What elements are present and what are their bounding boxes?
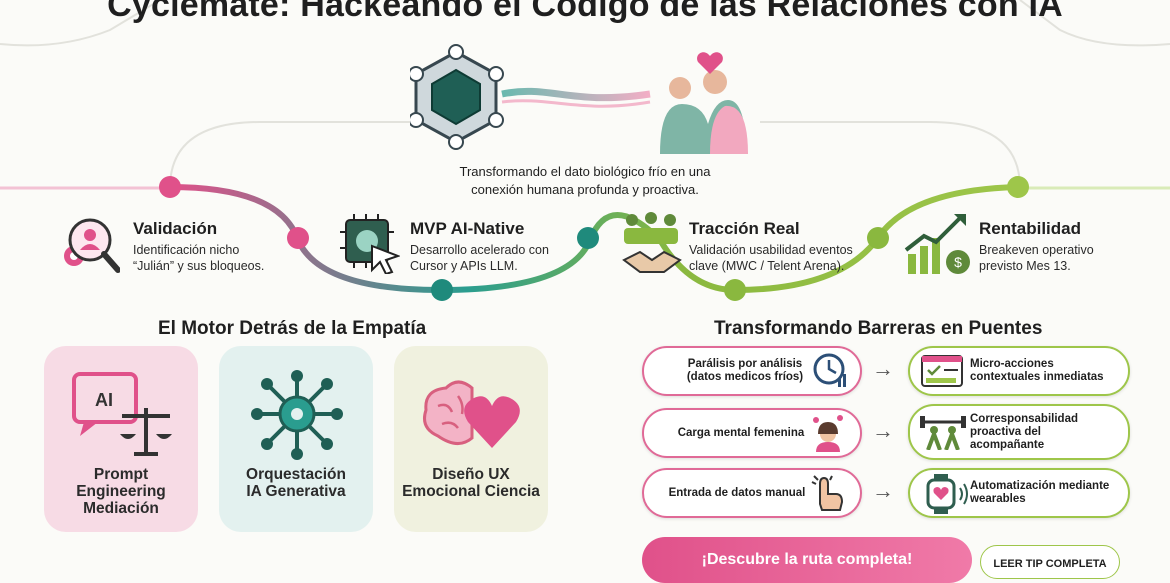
timeline-node-4: [577, 227, 599, 249]
micro-actions-icon: [921, 355, 963, 387]
solution-text: Micro-acciones contextuales inmediatas: [970, 358, 1104, 383]
step-desc: Desarrollo acelerado con Cursor y APIs L…: [410, 243, 549, 273]
hero-illustration: [410, 44, 748, 154]
card-label: Diseño UX Emocional Ciencia: [402, 466, 540, 500]
step-desc: Validación usabilidad eventos clave (MWC…: [689, 243, 853, 273]
growth-chart-icon: $: [904, 214, 970, 274]
svg-text:$: $: [954, 254, 962, 270]
handshake-icon: [622, 212, 682, 273]
step-title: Validación: [133, 219, 218, 238]
step-title: Rentabilidad: [979, 219, 1082, 238]
problem-text: Carga mental femenina: [677, 426, 805, 439]
barrier-problem-3: Entrada de datos manual: [642, 468, 862, 518]
barrier-problem-1: Parálisis por análisis (datos medicos fr…: [642, 346, 862, 396]
barrier-solution-2: Corresponsabilidad proactiva del acompañ…: [908, 404, 1130, 460]
timeline-step-mvp: MVP AI-Native Desarrollo acelerado con C…: [410, 219, 570, 274]
teamwork-lift-icon: [920, 416, 966, 450]
smartwatch-icon: [926, 474, 968, 514]
data-cube-icon: [410, 44, 504, 150]
timeline-step-traccion: Tracción Real Validación usabilidad even…: [689, 219, 864, 274]
timeline-node-6: [867, 227, 889, 249]
network-gear-icon: [251, 370, 343, 460]
stressed-woman-icon: [813, 415, 843, 452]
step-desc: Breakeven operativo previsto Mes 13.: [979, 243, 1094, 273]
background-decoration: [0, 0, 1170, 190]
svg-text:AI: AI: [95, 390, 113, 410]
card-orquestacion: Orquestación IA Generativa: [219, 346, 373, 532]
barriers-title: Transformando Barreras en Puentes: [714, 318, 1043, 339]
problem-text: Entrada de datos manual: [668, 486, 806, 499]
arrow-right-icon: →: [872, 478, 894, 503]
timeline-node-5: [724, 279, 746, 301]
discover-route-button[interactable]: ¡Descubre la ruta completa!: [642, 537, 972, 583]
read-tip-button[interactable]: LEER TIP COMPLETA: [980, 545, 1120, 579]
step-title: MVP AI-Native: [410, 219, 525, 238]
magnifier-user-icon: [64, 218, 120, 273]
solution-text: Corresponsabilidad proactiva del acompañ…: [970, 412, 1078, 451]
engine-title: El Motor Detrás de la Empatía: [158, 318, 427, 339]
arrow-right-icon: →: [872, 356, 894, 381]
card-diseno-ux: Diseño UX Emocional Ciencia: [394, 346, 548, 532]
timeline-step-rentabilidad: Rentabilidad Breakeven operativo previst…: [979, 219, 1139, 274]
solution-text: Automatización mediante wearables: [970, 480, 1110, 505]
card-label: Prompt Engineering Mediación: [76, 466, 166, 517]
arrow-right-icon: →: [872, 418, 894, 443]
timeline-node-2: [287, 227, 309, 249]
timeline-node-3: [431, 279, 453, 301]
card-prompt-engineering: AI Prompt Engineering Mediación: [44, 346, 198, 532]
clock-chart-icon: [813, 353, 846, 387]
barrier-solution-1: Micro-acciones contextuales inmediatas: [908, 346, 1130, 396]
hero-caption: Transformando el dato biológico frío en …: [459, 164, 711, 197]
timeline-node-1: [159, 176, 181, 198]
problem-text: Parálisis por análisis (datos medicos fr…: [686, 358, 804, 383]
barrier-problem-2: Carga mental femenina: [642, 408, 862, 458]
barrier-solution-3: Automatización mediante wearables: [908, 468, 1130, 518]
brain-heart-icon: [423, 380, 520, 448]
step-desc: Identificación nicho “Julián” y sus bloq…: [133, 243, 265, 273]
hug-people-icon: [660, 52, 748, 154]
timeline-node-7: [1007, 176, 1029, 198]
card-label: Orquestación IA Generativa: [246, 466, 346, 500]
timeline-path: [159, 176, 1029, 301]
chip-cursor-icon: [340, 214, 400, 274]
timeline-step-validacion: Validación Identificación nicho “Julián”…: [133, 219, 283, 274]
step-title: Tracción Real: [689, 219, 800, 238]
ai-scale-icon: AI: [72, 372, 172, 456]
tapping-hand-icon: [811, 475, 844, 511]
page-title: Cyclemate: Hackeando el Código de las Re…: [107, 0, 1063, 24]
